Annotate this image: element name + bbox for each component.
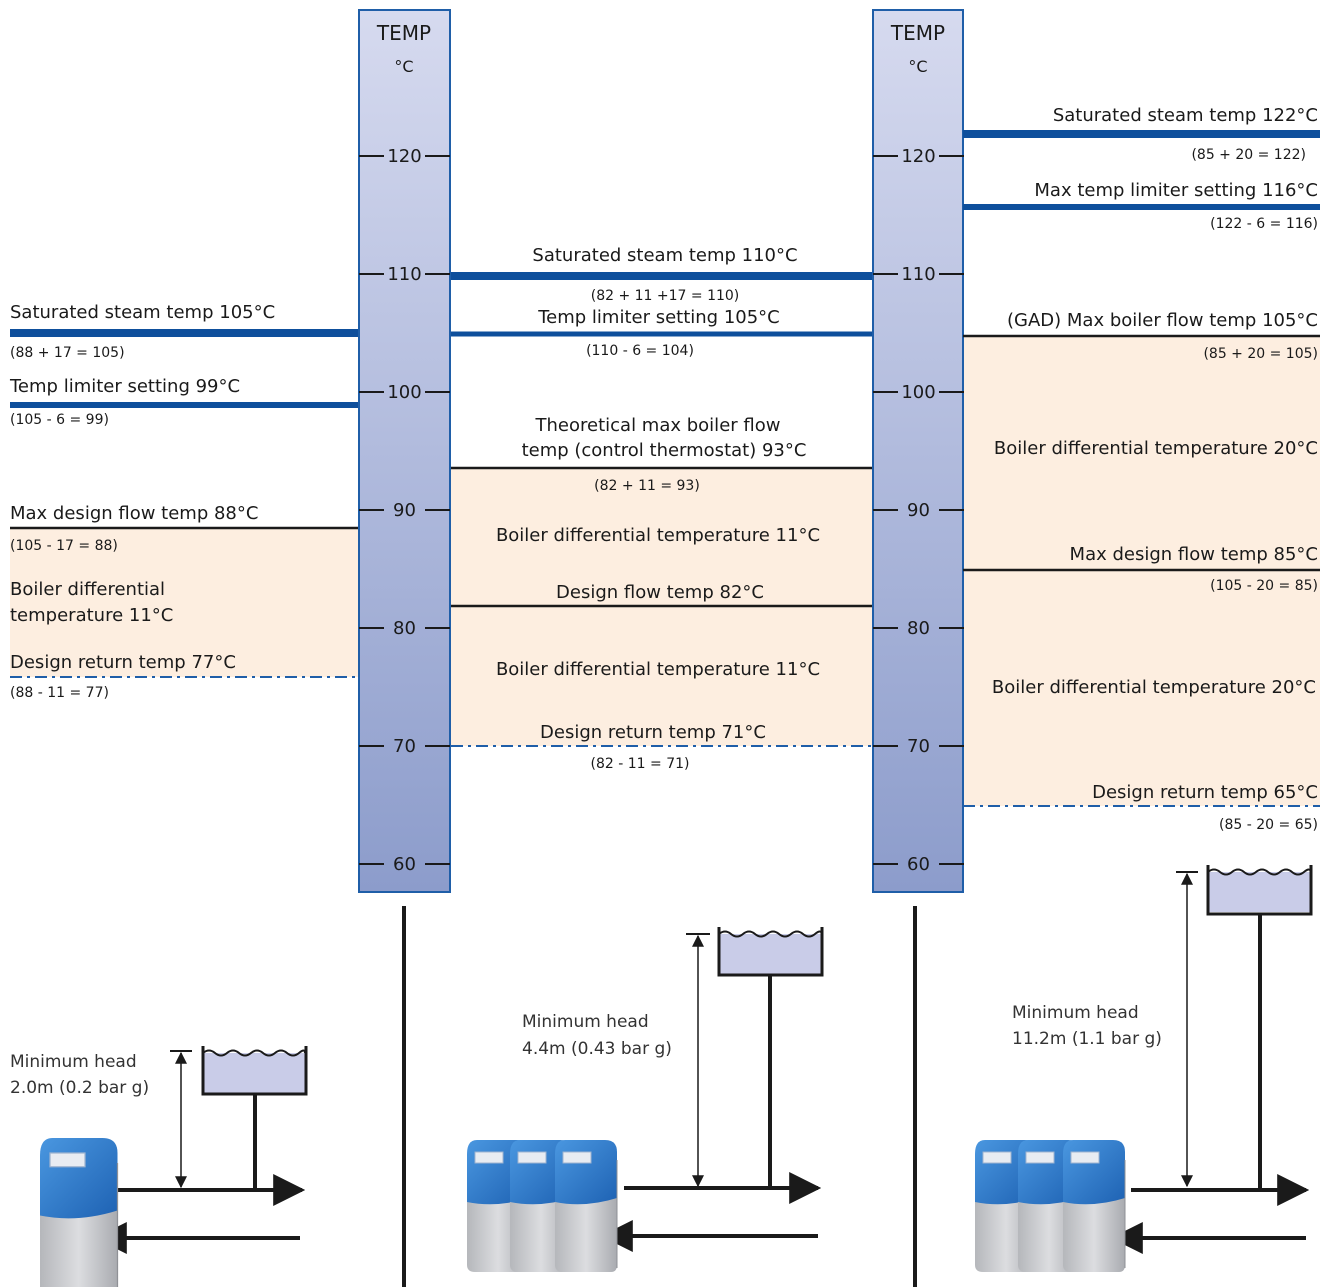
left-limiter-calc: (105 - 6 = 99) bbox=[10, 412, 109, 428]
feed-tank bbox=[717, 927, 824, 977]
middle-installation: Minimum head 4.4m (0.43 bar g) bbox=[466, 927, 824, 1273]
temperature-scale-left: TEMP °C 120 110 100 90 80 70 60 bbox=[358, 9, 451, 893]
right-differential-upper: Boiler differential temperature 20°C bbox=[994, 438, 1318, 459]
scale-unit: °C bbox=[394, 57, 413, 76]
middle-differential-upper: Boiler differential temperature 11°C bbox=[496, 525, 820, 546]
left-sat-steam-label: Saturated steam temp 105°C bbox=[10, 302, 275, 323]
middle-theoretical-label-2: temp (control thermostat) 93°C bbox=[522, 440, 807, 461]
middle-limiter-calc: (110 - 6 = 104) bbox=[586, 343, 694, 359]
scale-unit: °C bbox=[908, 57, 927, 76]
boiler-unit bbox=[554, 1139, 618, 1273]
left-differential-band bbox=[10, 529, 358, 677]
scale-tick-label: 100 bbox=[901, 382, 935, 403]
middle-sat-steam-calc: (82 + 11 +17 = 110) bbox=[591, 288, 740, 304]
left-limiter-label: Temp limiter setting 99°C bbox=[9, 376, 240, 397]
middle-limiter-label: Temp limiter setting 105°C bbox=[537, 307, 780, 328]
feed-tank bbox=[201, 1046, 308, 1096]
right-sat-steam-label: Saturated steam temp 122°C bbox=[1053, 105, 1318, 126]
scale-tick-label: 70 bbox=[393, 736, 416, 757]
scale-tick-label: 120 bbox=[387, 146, 421, 167]
left-max-flow-label: Max design flow temp 88°C bbox=[10, 503, 258, 524]
right-head-label-2: 11.2m (1.1 bar g) bbox=[1012, 1029, 1162, 1049]
right-return-label: Design return temp 65°C bbox=[1092, 782, 1318, 803]
middle-differential-band bbox=[451, 469, 872, 746]
scale-tick-label: 100 bbox=[387, 382, 421, 403]
left-differential-label-1: Boiler differential bbox=[10, 579, 165, 600]
scale-tick-label: 60 bbox=[393, 854, 416, 875]
left-sat-steam-calc: (88 + 17 = 105) bbox=[10, 345, 125, 361]
middle-theoretical-label-1: Theoretical max boiler flow bbox=[535, 415, 781, 436]
middle-differential-lower: Boiler differential temperature 11°C bbox=[496, 659, 820, 680]
right-sat-steam-calc: (85 + 20 = 122) bbox=[1191, 147, 1306, 163]
middle-return-calc: (82 - 11 = 71) bbox=[591, 756, 690, 772]
right-max-flow-label: Max design flow temp 85°C bbox=[1070, 544, 1318, 565]
boiler-unit bbox=[1062, 1139, 1126, 1273]
scale-tick-label: 80 bbox=[907, 618, 930, 639]
middle-head-label-1: Minimum head bbox=[522, 1012, 649, 1032]
right-head-label-1: Minimum head bbox=[1012, 1003, 1139, 1023]
middle-theoretical-calc: (82 + 11 = 93) bbox=[594, 478, 700, 494]
scale-tick-label: 60 bbox=[907, 854, 930, 875]
right-limiter-label: Max temp limiter setting 116°C bbox=[1034, 180, 1318, 201]
middle-design-flow-label: Design flow temp 82°C bbox=[556, 582, 764, 603]
left-head-label-2: 2.0m (0.2 bar g) bbox=[10, 1078, 149, 1098]
right-gad-label: (GAD) Max boiler flow temp 105°C bbox=[1007, 310, 1318, 331]
feed-tank bbox=[1206, 865, 1313, 916]
temperature-scale-right: TEMP °C 120 110 100 90 80 70 60 bbox=[872, 9, 964, 893]
middle-sat-steam-label: Saturated steam temp 110°C bbox=[532, 245, 797, 266]
scale-tick-label: 80 bbox=[393, 618, 416, 639]
left-differential-label-2: temperature 11°C bbox=[10, 605, 173, 626]
scale-tick-label: 110 bbox=[901, 264, 935, 285]
scale-tick-label: 90 bbox=[393, 500, 416, 521]
left-head-label-1: Minimum head bbox=[10, 1052, 137, 1072]
right-installation: Minimum head 11.2m (1.1 bar g) bbox=[974, 865, 1313, 1273]
right-max-flow-calc: (105 - 20 = 85) bbox=[1210, 578, 1318, 594]
middle-return-label: Design return temp 71°C bbox=[540, 722, 766, 743]
left-installation: Minimum head 2.0m (0.2 bar g) bbox=[10, 1046, 308, 1287]
scale-header: TEMP bbox=[376, 21, 431, 45]
boiler-unit bbox=[39, 1137, 119, 1287]
left-return-label: Design return temp 77°C bbox=[10, 652, 236, 673]
scale-tick-label: 120 bbox=[901, 146, 935, 167]
left-max-flow-calc: (105 - 17 = 88) bbox=[10, 538, 118, 554]
left-return-calc: (88 - 11 = 77) bbox=[10, 685, 109, 701]
right-differential-lower: Boiler differential temperature 20°C bbox=[992, 677, 1316, 698]
right-limiter-calc: (122 - 6 = 116) bbox=[1210, 216, 1318, 232]
middle-head-label-2: 4.4m (0.43 bar g) bbox=[522, 1039, 672, 1059]
right-gad-calc: (85 + 20 = 105) bbox=[1203, 346, 1318, 362]
scale-tick-label: 110 bbox=[387, 264, 421, 285]
scale-tick-label: 90 bbox=[907, 500, 930, 521]
scale-tick-label: 70 bbox=[907, 736, 930, 757]
right-return-calc: (85 - 20 = 65) bbox=[1219, 817, 1318, 833]
scale-header: TEMP bbox=[890, 21, 945, 45]
